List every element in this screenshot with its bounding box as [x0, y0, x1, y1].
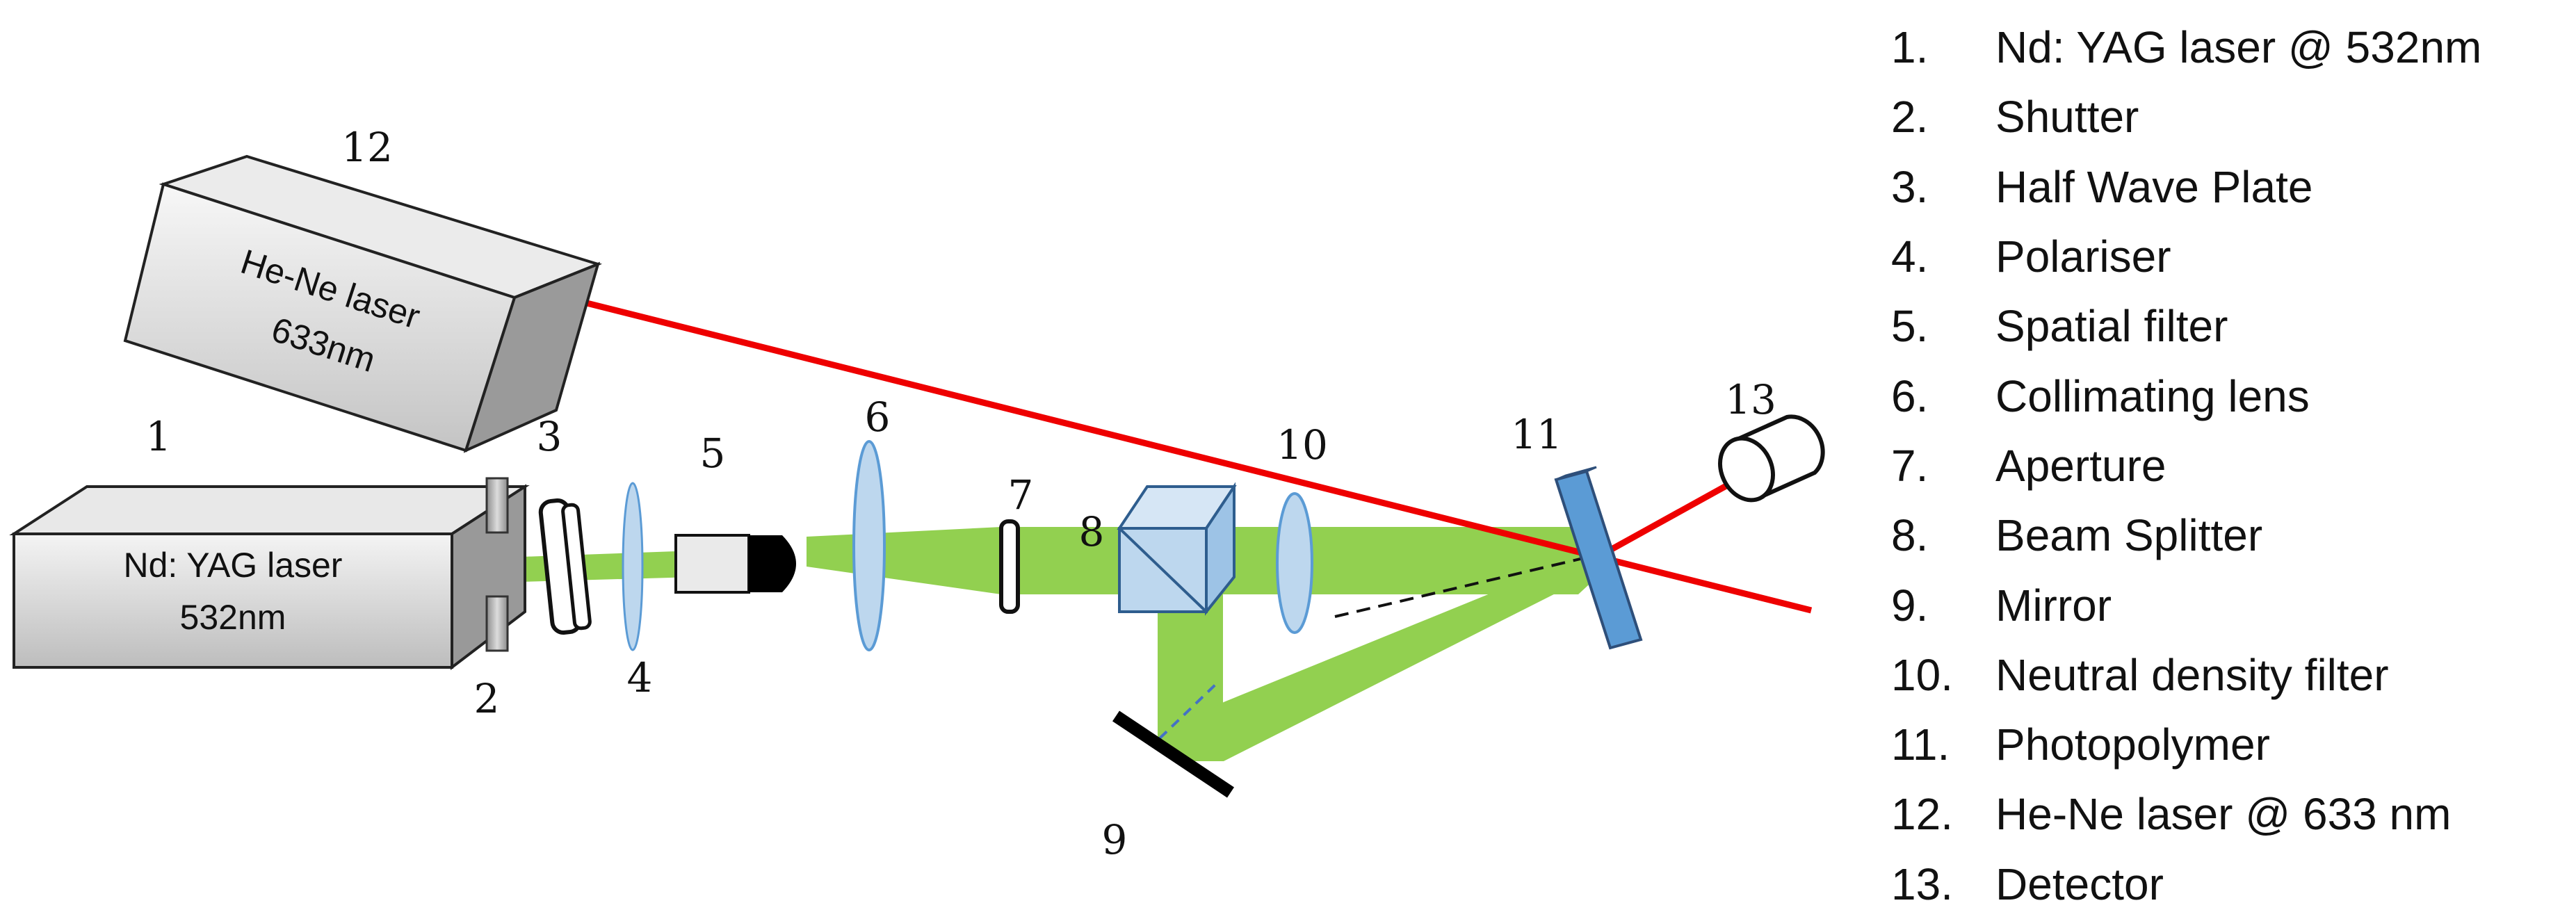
callout-4: 4 [627, 654, 653, 701]
legend-text: Mirror [1995, 580, 2112, 631]
legend-text: Detector [1995, 859, 2164, 909]
legend-item: 13. Detector [1891, 849, 2573, 919]
legend-text: Photopolymer [1995, 719, 2270, 770]
legend-number: 9. [1891, 580, 1929, 631]
callout-12: 12 [341, 124, 393, 171]
legend-item: 6. Collimating lens [1891, 361, 2573, 430]
legend-item: 9. Mirror [1891, 570, 2573, 640]
legend-number: 4. [1891, 231, 1929, 282]
legend-text: Polariser [1995, 231, 2171, 282]
callout-13: 13 [1725, 376, 1776, 423]
legend-item: 8. Beam Splitter [1891, 501, 2573, 570]
legend-text: Half Wave Plate [1995, 161, 2313, 212]
legend-number: 1. [1891, 22, 1929, 73]
legend-item: 1. Nd: YAG laser @ 532nm [1891, 13, 2573, 82]
laser1-wavelength: 532nm [180, 598, 286, 637]
legend-number: 10. [1891, 649, 1953, 700]
legend-text: Shutter [1995, 92, 2139, 143]
he-ne-laser [123, 154, 603, 453]
legend-number: 8. [1891, 510, 1929, 561]
legend-item: 5. Spatial filter [1891, 291, 2573, 361]
beam-splitter [1117, 482, 1237, 616]
legend-number: 3. [1891, 161, 1929, 212]
laser1-label: Nd: YAG laser [124, 546, 343, 585]
collimating-lens [852, 440, 886, 651]
spatial-filter [674, 534, 796, 594]
dashed-mirror-normal [1158, 683, 1217, 740]
callout-8: 8 [1079, 508, 1105, 555]
callout-1: 1 [146, 413, 172, 460]
photopolymer [1554, 466, 1643, 650]
legend-number: 2. [1891, 92, 1929, 143]
neutral-density-filter [1276, 492, 1313, 634]
green-beam-path [445, 527, 1605, 761]
legend-text: Aperture [1995, 440, 2166, 491]
callout-11: 11 [1511, 411, 1562, 458]
callout-2: 2 [474, 675, 500, 722]
callout-9: 9 [1102, 816, 1128, 863]
callout-5: 5 [700, 430, 726, 477]
legend-text: Nd: YAG laser @ 532nm [1995, 22, 2482, 73]
legend-number: 13. [1891, 859, 1953, 909]
legend-item: 10. Neutral density filter [1891, 640, 2573, 710]
aperture [999, 519, 1020, 614]
shutter [485, 477, 509, 652]
callout-3: 3 [537, 413, 562, 460]
legend-text: Collimating lens [1995, 371, 2310, 421]
half-wave-plate [538, 498, 592, 635]
legend-text: Spatial filter [1995, 301, 2228, 352]
legend-item: 3. Half Wave Plate [1891, 152, 2573, 222]
detector [1718, 414, 1825, 503]
legend-number: 12. [1891, 789, 1953, 840]
callout-numbers: 1 2 3 4 5 6 7 8 9 10 11 12 13 [146, 124, 1776, 863]
legend-number: 11. [1891, 719, 1950, 770]
legend-text: He-Ne laser @ 633 nm [1995, 789, 2452, 840]
callout-7: 7 [1008, 471, 1034, 519]
legend-item: 4. Polariser [1891, 222, 2573, 291]
component-legend: 1. Nd: YAG laser @ 532nm 2. Shutter 3. Half… [1891, 13, 2573, 919]
legend-text: Beam Splitter [1995, 510, 2263, 561]
mirror [1112, 710, 1234, 798]
callout-10: 10 [1277, 421, 1328, 469]
legend-number: 6. [1891, 371, 1929, 421]
legend-number: 5. [1891, 301, 1929, 352]
legend-number: 7. [1891, 440, 1929, 491]
legend-item: 2. Shutter [1891, 82, 2573, 152]
legend-item: 11. Photopolymer [1891, 710, 2573, 779]
legend-item: 12. He-Ne laser @ 633 nm [1891, 779, 2573, 849]
legend-item: 7. Aperture [1891, 431, 2573, 501]
callout-6: 6 [865, 393, 891, 441]
legend-text: Neutral density filter [1995, 649, 2389, 700]
polariser [622, 482, 644, 651]
